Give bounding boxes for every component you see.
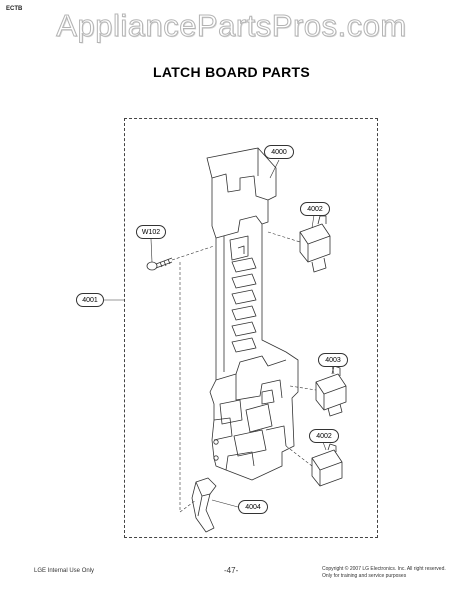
copyright-line: Copyright © 2007 LG Electronics. Inc. Al… [322,566,446,572]
document-code: ECTB [6,6,23,12]
callout-4001: 4001 [76,293,104,307]
callout-4000: 4000 [264,145,294,159]
screw-w102 [146,257,173,271]
micro-switch-4002-bottom [311,443,343,487]
watermark-logo: AppliancePartsPros.com [56,8,407,44]
latch-board-body [206,147,299,481]
footer-copyright: Copyright © 2007 LG Electronics. Inc. Al… [322,566,462,580]
micro-switch-4003 [315,365,347,417]
callout-4004: 4004 [238,500,268,514]
usage-note: Only for training and service purposes [322,573,407,579]
latch-lever-4004 [191,477,217,533]
page-title: LATCH BOARD PARTS [152,64,310,80]
callout-4002-bottom: 4002 [309,429,339,443]
page-number: -47- [224,566,239,575]
diagram-frame [124,118,378,538]
footer-internal-use: LGE Internal Use Only [34,568,95,574]
callout-4002-top: 4002 [300,202,330,216]
callout-4003: 4003 [318,353,348,367]
callout-w102: W102 [136,225,166,239]
micro-switch-4002-top [299,215,331,273]
